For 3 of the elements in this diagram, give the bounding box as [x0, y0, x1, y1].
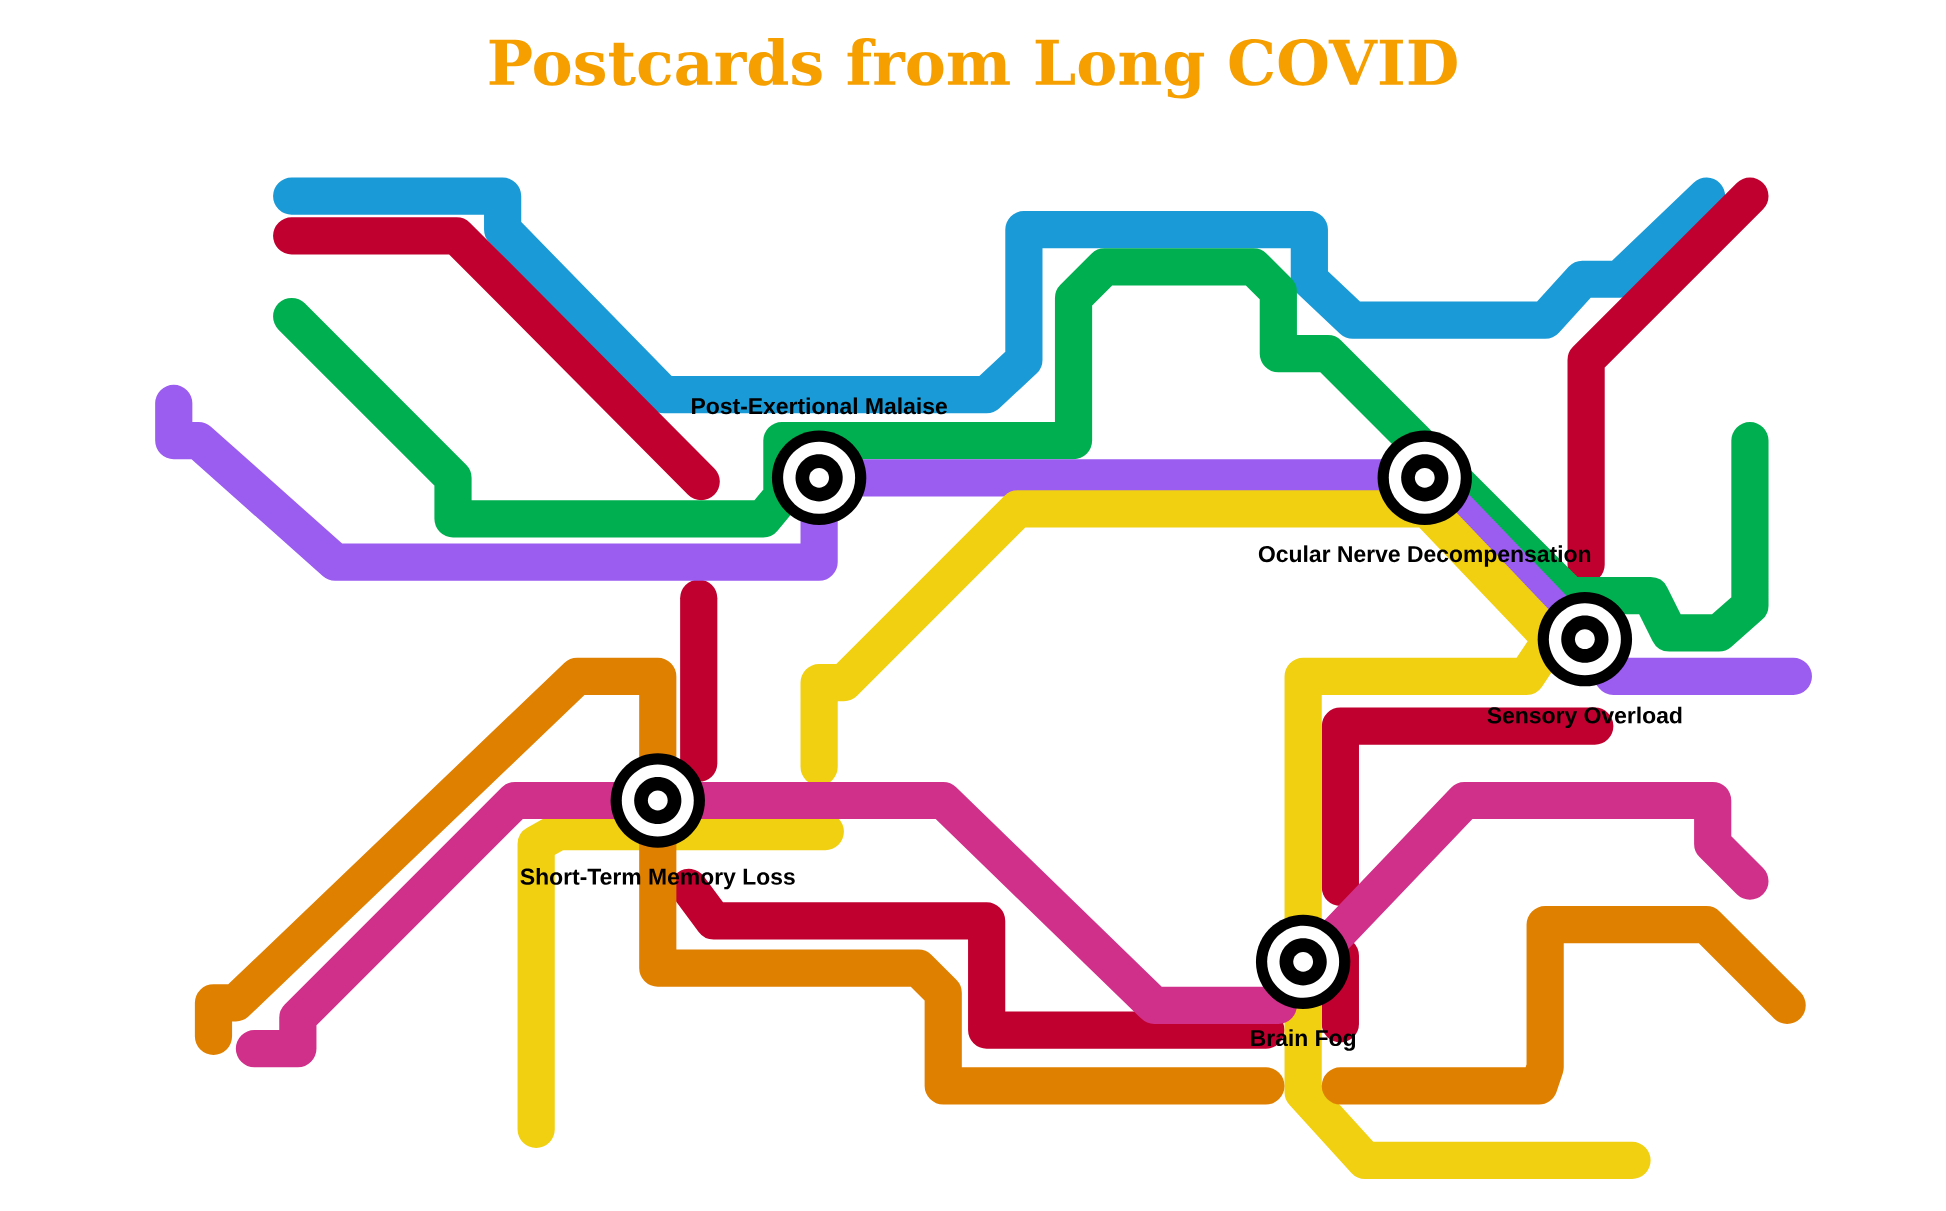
- station-name: Ocular Nerve Decompensation: [1258, 545, 1591, 567]
- station-name: Post-Exertional Malaise: [692, 397, 947, 415]
- title: Postcards from Long COVID: [489, 37, 1457, 99]
